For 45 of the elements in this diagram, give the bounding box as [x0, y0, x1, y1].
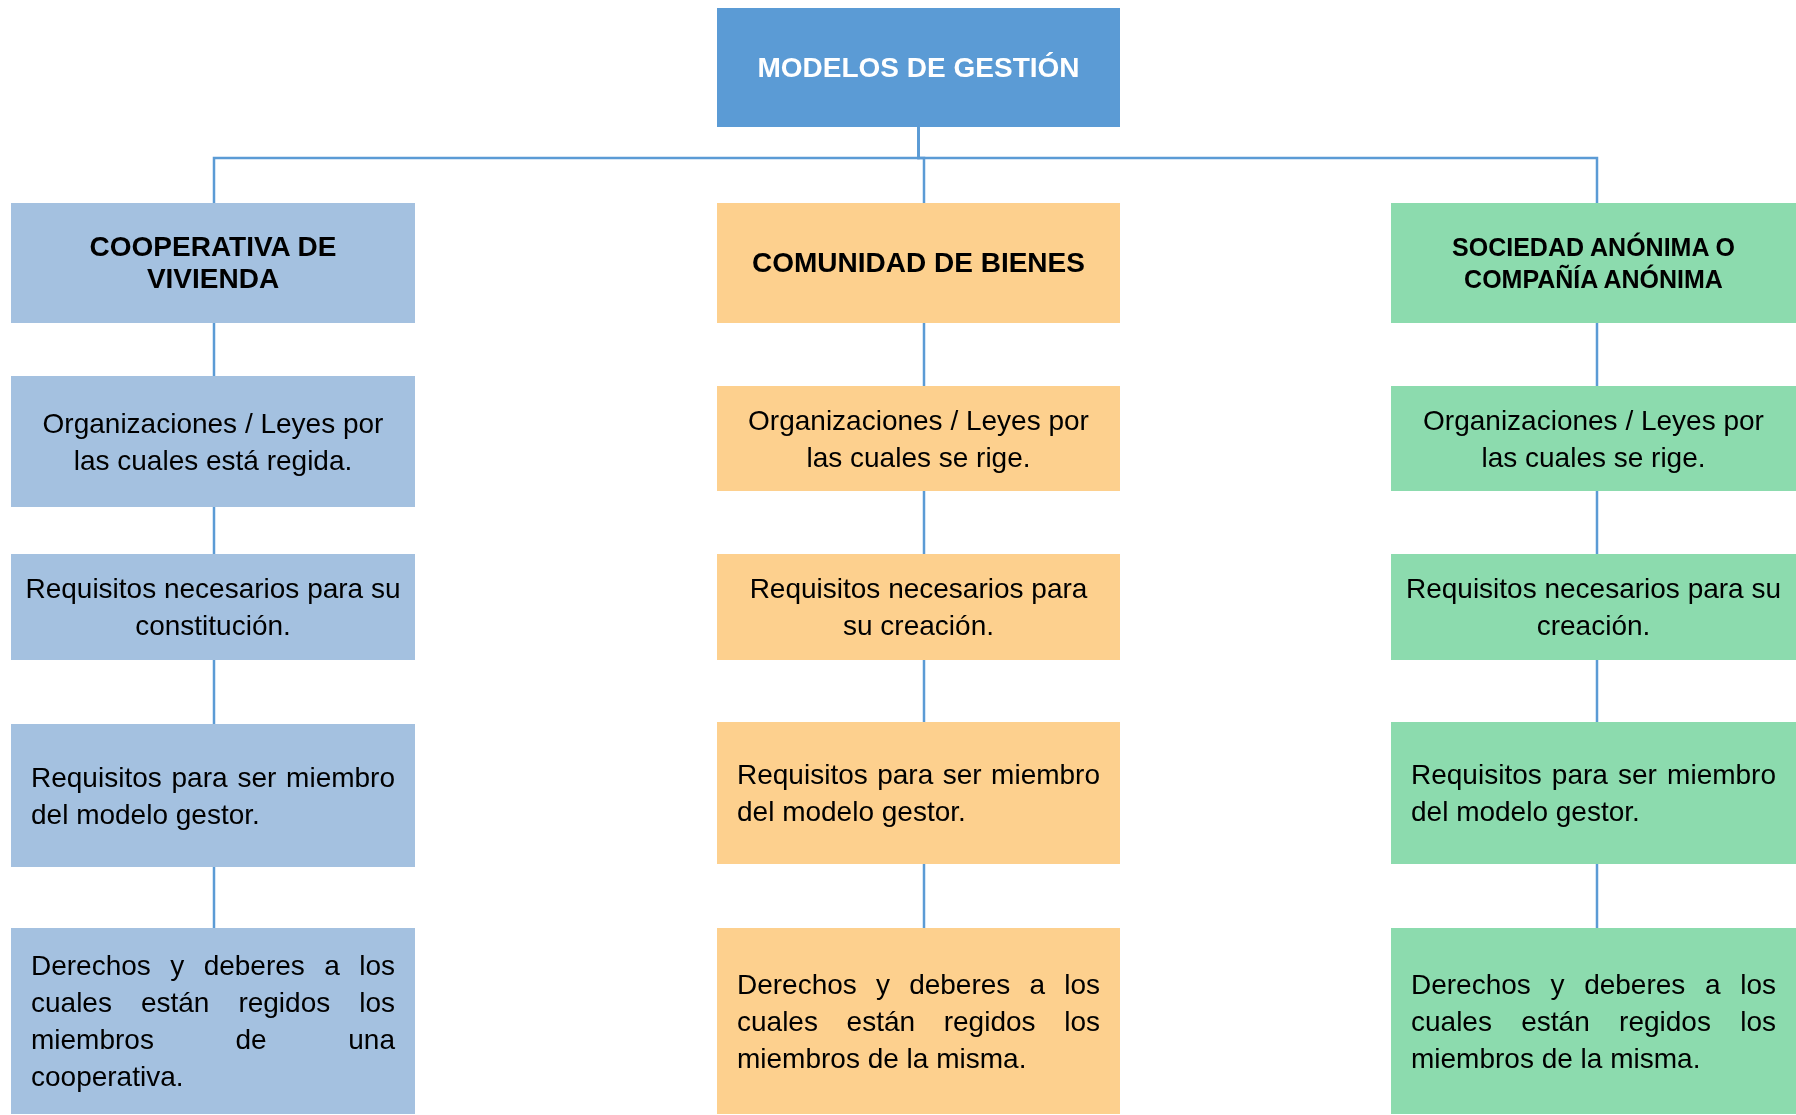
item-text: Organizaciones / Leyes por las cuales se rige. [747, 403, 1090, 475]
connector-line [212, 867, 216, 928]
category-box [1391, 203, 1796, 323]
connector-line [1595, 864, 1599, 928]
item-text: Requisitos necesarios para su constitución. [25, 572, 401, 643]
connector-line [212, 507, 216, 554]
heading: COOPERATIVA DE VIVIENDA [88, 231, 338, 295]
item-text: Requisitos necesarios para su creación. [1405, 572, 1782, 643]
item-text: Requisitos necesarios para su creación. [748, 572, 1089, 643]
item-text: Derechos y deberes a los cuales están regidos los miembros de una cooperativa. [31, 949, 395, 1094]
item-text: Derechos y deberes a los cuales están regidos los miembros de la misma. [1411, 967, 1776, 1076]
connector-line [1595, 323, 1599, 386]
item-box [11, 554, 415, 660]
item-box [717, 554, 1120, 660]
item-text: Requisitos para ser miembro del modelo gestor. [31, 760, 395, 832]
item-box [1391, 928, 1796, 1114]
item-box [1391, 386, 1796, 491]
item-box [11, 724, 415, 867]
item-box [717, 928, 1120, 1114]
item-box [717, 386, 1120, 491]
heading: MODELOS DE GESTIÓN [756, 51, 1081, 84]
connector-line [922, 491, 926, 554]
connector-line [1595, 491, 1599, 554]
item-box [717, 722, 1120, 864]
item-box [11, 928, 415, 1114]
item-text: Requisitos para ser miembro del modelo gestor. [1411, 758, 1776, 829]
root-box [717, 8, 1120, 127]
connector-line [922, 864, 926, 928]
connector-line [917, 127, 1599, 203]
item-text: Requisitos para ser miembro del modelo gestor. [737, 758, 1100, 829]
item-box [1391, 722, 1796, 864]
heading: COMUNIDAD DE BIENES [751, 247, 1086, 279]
item-box [1391, 554, 1796, 660]
connector-line [212, 323, 216, 376]
connector-line [922, 323, 926, 386]
category-box [11, 203, 415, 323]
heading: SOCIEDAD ANÓNIMA O COMPAÑÍA ANÓNIMA [1451, 231, 1736, 295]
item-text: Derechos y deberes a los cuales están regidos los miembros de la misma. [737, 967, 1100, 1076]
connector-line [212, 660, 216, 724]
category-box [717, 203, 1120, 323]
item-text: Organizaciones / Leyes por las cuales está regida. [41, 406, 385, 478]
connector-line [1595, 660, 1599, 722]
item-box [11, 376, 415, 507]
item-text: Organizaciones / Leyes por las cuales se rige. [1422, 403, 1765, 475]
connector-line [922, 660, 926, 722]
